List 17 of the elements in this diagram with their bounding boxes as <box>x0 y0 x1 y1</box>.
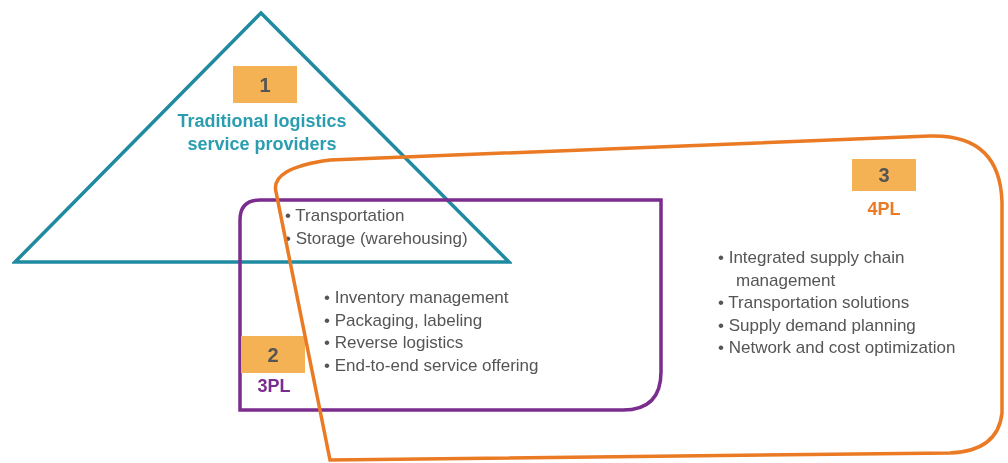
number-badge: 2 <box>241 336 305 373</box>
rect-shape <box>238 198 663 412</box>
bullet-item: • Reverse logistics <box>324 332 465 354</box>
bullet-item: • Packaging, labeling <box>324 309 484 332</box>
bullet-item: • Supply demand planning <box>718 314 917 337</box>
number-badge: 1 <box>233 66 297 103</box>
triangle-shape <box>12 10 512 266</box>
bullet-item: • Network and cost optimization <box>718 337 957 359</box>
bullet-item: • Transportation solutions <box>718 292 911 314</box>
group-heading: Traditional logistics service providers <box>176 110 348 156</box>
bullet-item: • Integrated supply chain management <box>718 247 906 292</box>
bullet-item: • End-to-end service offering <box>324 354 540 377</box>
group-heading: 4PL <box>866 198 902 221</box>
bullet-item: • Inventory management <box>324 287 510 309</box>
bullet-item: • Transportation <box>285 205 406 227</box>
number-badge: 3 <box>852 159 916 191</box>
group-heading: 3PL <box>256 375 292 398</box>
